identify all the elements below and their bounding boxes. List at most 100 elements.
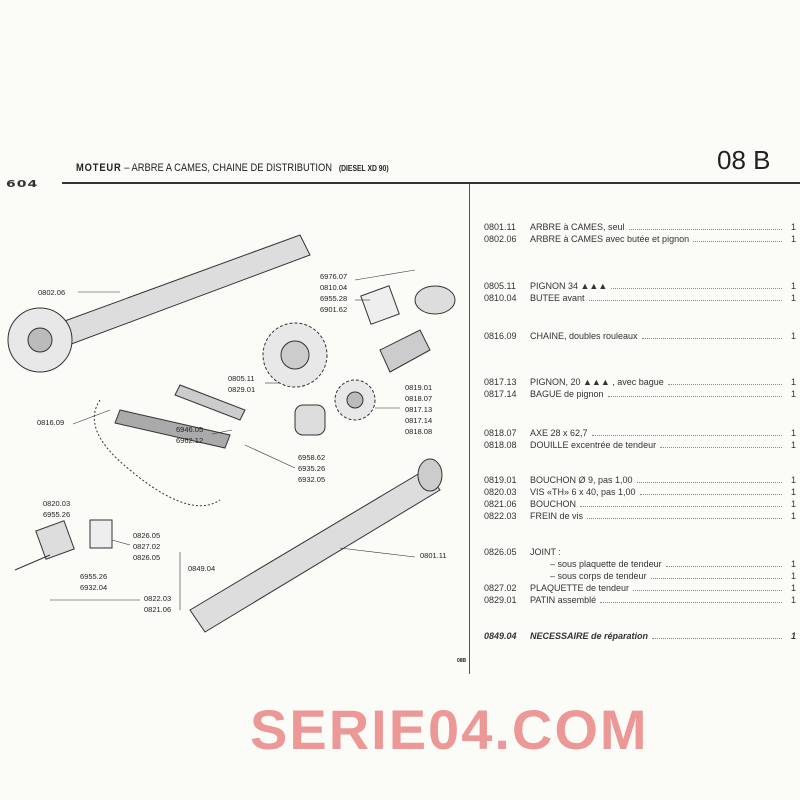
part-desc: ARBRE à CAMES, seul	[530, 222, 625, 232]
leader-dots	[660, 446, 782, 448]
part-qty: 1	[790, 377, 796, 387]
callout: 6955.26	[80, 572, 108, 581]
callout: 0805.11	[228, 374, 255, 383]
part-desc: BOUCHON	[530, 499, 577, 509]
part-ref: 0819.01	[484, 475, 517, 485]
callout: 0827.02	[133, 542, 161, 551]
tensioner-body	[35, 520, 75, 560]
callout: 0819.01	[405, 383, 433, 392]
part-desc: PIGNON, 20 ▲▲▲ , avec bague	[530, 377, 664, 387]
part-ref: 0822.03	[484, 511, 517, 521]
callout: 0802.06	[38, 288, 66, 297]
axle	[379, 329, 431, 373]
column-divider	[469, 184, 470, 674]
part-ref: 0817.13	[484, 377, 517, 387]
leader-dots	[633, 589, 782, 591]
leader-dots	[665, 565, 782, 567]
part-desc: BAGUE de pignon	[530, 389, 604, 399]
leader-dots	[641, 337, 782, 339]
leader-dots	[611, 287, 782, 289]
part-desc: VIS «TH» 6 x 40, pas 1,00	[530, 487, 636, 497]
part-desc: CHAINE, doubles rouleaux	[530, 331, 638, 341]
callout: 0826.05	[133, 531, 161, 540]
part-desc: PATIN assemblé	[530, 595, 597, 605]
callout: 6935.26	[298, 464, 326, 473]
camshaft-upper	[7, 234, 311, 373]
footer-code: 08B	[457, 658, 467, 664]
chain	[114, 409, 231, 449]
sprocket-34	[262, 322, 328, 388]
part-desc: FREIN de vis	[530, 511, 584, 521]
callout: 6932.05	[298, 475, 326, 484]
callout: 0821.06	[144, 605, 172, 614]
leader-dots	[667, 383, 782, 385]
part-qty: 1	[790, 389, 796, 399]
part-desc: NECESSAIRE de réparation	[530, 631, 649, 641]
part-qty: 1	[790, 234, 796, 244]
page-number: 08 B	[717, 145, 771, 175]
part-ref: 0801.11	[484, 222, 516, 232]
part-qty: 1	[790, 475, 796, 485]
part-ref: 0802.06	[484, 234, 517, 244]
part-ref: 0826.05	[484, 547, 517, 557]
part-qty: 1	[790, 487, 796, 497]
callout: 0818.07	[405, 394, 433, 403]
part-ref: 0805.11	[484, 281, 516, 291]
parts-row: 0818.07 AXE 28 x 62,7 1	[484, 428, 796, 438]
leader-dots	[587, 517, 782, 519]
part-ref: 0817.14	[484, 389, 517, 399]
part-desc: JOINT :	[530, 547, 561, 557]
leader-dots	[591, 434, 782, 436]
leader-dots	[607, 395, 782, 397]
part-desc: DOUILLE excentrée de tendeur	[530, 440, 657, 450]
leader-dots	[636, 481, 782, 483]
callout: 6901.62	[320, 305, 348, 314]
parts-row: 0817.13 PIGNON, 20 ▲▲▲ , avec bague 1	[484, 377, 796, 387]
part-desc: – sous plaquette de tendeur	[550, 559, 662, 569]
part-ref: 0810.04	[484, 293, 517, 303]
part-qty: 1	[790, 631, 796, 641]
callout: 6976.07	[320, 272, 348, 281]
camshaft-lower	[189, 458, 443, 633]
chain-path	[93, 399, 221, 507]
part-desc: AXE 28 x 62,7	[530, 428, 588, 438]
part-desc: BUTEE avant	[530, 293, 585, 303]
part-ref: 0818.08	[484, 440, 517, 450]
callout: 0822.03	[144, 594, 172, 603]
header-rule	[62, 182, 800, 184]
callout: 0849.04	[188, 564, 216, 573]
callout: 0820.03	[43, 499, 71, 508]
page-title: MOTEUR – ARBRE A CAMES, CHAINE DE DISTRI…	[76, 162, 389, 175]
leader-dots	[600, 601, 782, 603]
callout: 0801.11	[420, 551, 447, 560]
leader-lines	[50, 269, 416, 610]
part-qty: 1	[790, 428, 796, 438]
bushing	[294, 404, 326, 436]
thrust-plate	[360, 285, 400, 325]
callout: 0818.08	[405, 427, 433, 436]
callout: 6946.05	[176, 425, 204, 434]
callout: 0829.01	[228, 385, 256, 394]
parts-row: 0817.14 BAGUE de pignon 1	[484, 389, 796, 399]
callout: 6962.12	[176, 436, 204, 445]
part-desc: PIGNON 34 ▲▲▲	[530, 281, 608, 291]
part-qty: 1	[790, 222, 796, 232]
title-main: MOTEUR	[76, 162, 122, 174]
leader-dots	[693, 240, 782, 242]
part-ref: 0818.07	[484, 428, 517, 438]
callout: 6955.28	[320, 294, 348, 303]
callout: 6958.62	[298, 453, 326, 462]
shaft-end	[414, 285, 456, 315]
tensioner-plate	[89, 519, 113, 549]
part-desc: PLAQUETTE de tendeur	[530, 583, 630, 593]
